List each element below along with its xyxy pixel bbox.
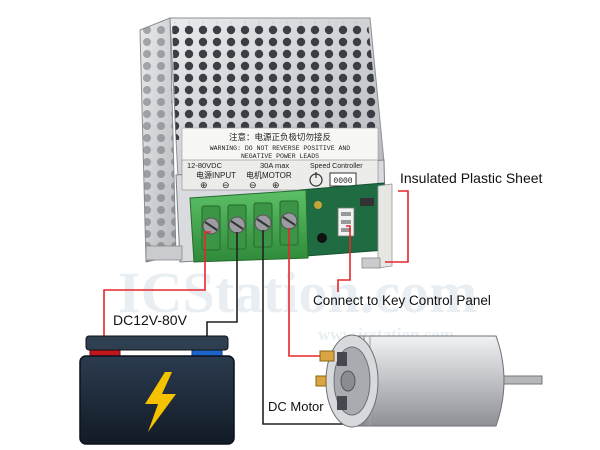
- insulated-plastic-sheet: [377, 183, 393, 269]
- terminal-block: [189, 189, 309, 263]
- black-wire-motor: [262, 230, 346, 425]
- terminal-screw: [227, 204, 247, 250]
- terminal-screw: [201, 205, 221, 251]
- current-rating-text: 30A max: [260, 161, 289, 170]
- motor-label-text: 电机MOTOR: [246, 170, 292, 180]
- supply-voltage-label: DC12V-80V: [113, 312, 187, 328]
- speed-controller-text: Speed Controller: [310, 163, 363, 170]
- input-minus-icon: ⊖: [222, 180, 230, 190]
- warning-en-line1: WARNING: DO NOT REVERSE POSITIVE AND: [210, 145, 351, 152]
- motor-minus-icon: ⊖: [249, 180, 257, 190]
- input-label-text: 电源INPUT: [196, 170, 236, 180]
- terminal-screw: [279, 200, 299, 246]
- red-wire-battery: [103, 231, 211, 350]
- warning-en-line2: NEGATIVE POWER LEADS: [241, 153, 319, 160]
- key-panel-pointer: [337, 225, 351, 292]
- dc-motor-label: DC Motor: [268, 399, 324, 414]
- warning-sticker: [181, 127, 379, 165]
- speed-display-text: 0000: [333, 177, 352, 186]
- lightning-bolt-icon: [145, 372, 176, 432]
- key-panel-label: Connect to Key Control Panel: [313, 293, 491, 308]
- motor-terminal-negative: [315, 375, 327, 387]
- warning-cn-text: 注意：电源正负极切勿接反: [229, 132, 331, 142]
- red-wire-motor: [288, 228, 324, 357]
- watermark-logo-text: ICStation.com: [118, 260, 477, 325]
- motor-plus-icon: ⊕: [272, 180, 280, 190]
- voltage-rating-text: 12-80VDC: [187, 161, 223, 170]
- wiring: [103, 190, 409, 425]
- motor-terminal-positive: [319, 350, 335, 362]
- insulated-sheet-label: Insulated Plastic Sheet: [400, 170, 543, 186]
- battery: [79, 335, 235, 445]
- input-plus-icon: ⊕: [200, 180, 208, 190]
- dc-motor: [315, 334, 543, 428]
- insulated-sheet-pointer: [385, 190, 409, 263]
